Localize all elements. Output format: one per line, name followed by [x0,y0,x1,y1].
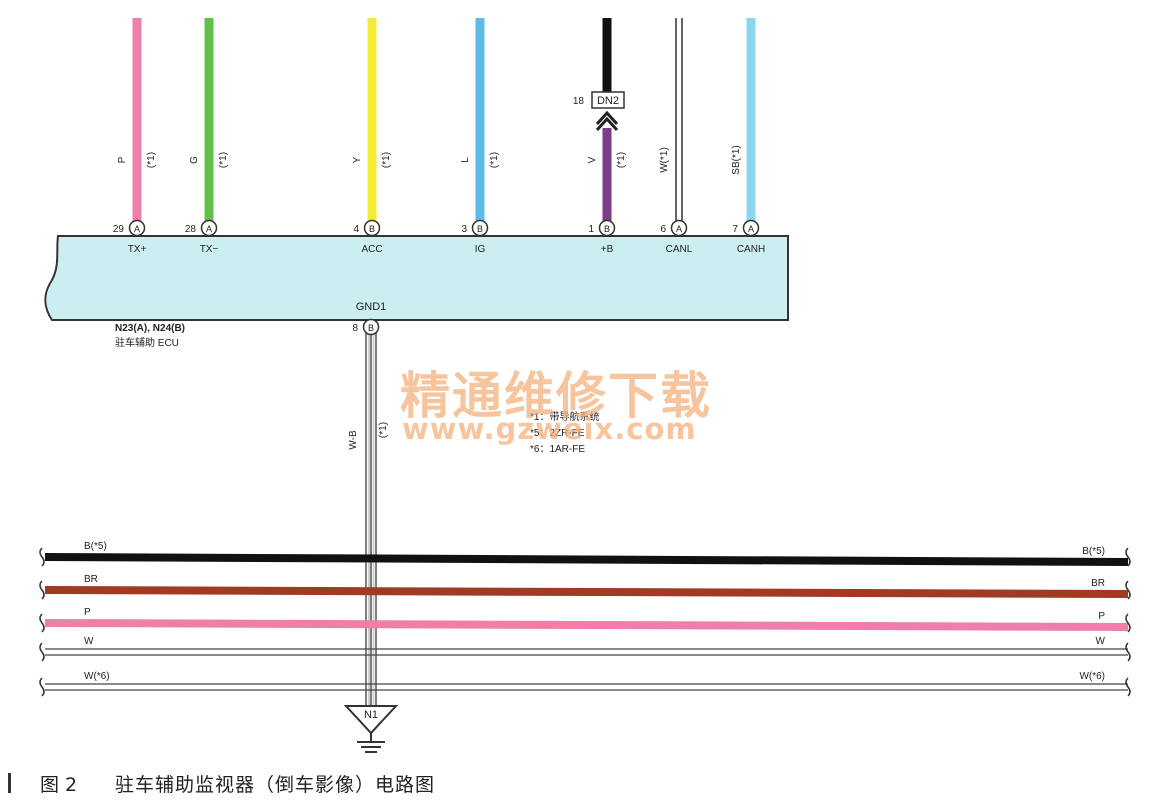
wire-note: (*1) [381,152,392,168]
break-mark [39,547,45,567]
note-3: *6：1AR-FE [530,444,585,455]
bus-label-left: P [84,607,91,618]
bus-line [44,586,1129,598]
ground-label: N1 [364,709,378,721]
splice-label: DN2 [597,95,619,107]
pin-circle [200,219,218,237]
break-mark [1125,677,1131,697]
note-1: *1：带导航系统 [530,410,599,423]
wire-note: (*1) [218,152,229,168]
ecu-name: N23(A), N24(B) [115,323,185,334]
caption-text: 驻车辅助监视器（倒车影像）电路图 [115,774,436,796]
wire-code: G [189,156,200,164]
pin-number: 4 [353,224,359,235]
bus-lines: B(*5) B(*5) BR BR P P W W W(*6) W(*6) [39,541,1131,697]
gnd-pin-circle [362,318,380,336]
wire-code: W(*1) [659,147,670,173]
pin-connector: A [206,224,212,234]
pin-number: 7 [732,224,738,235]
signal-wires: P (*1) G (*1) Y (*1) L (*1) V (*1) W(*1) SB(*1) [117,18,756,222]
pin-number: 3 [461,224,467,235]
pin-label: IG [475,244,486,255]
ground-symbol: N1 [343,705,399,753]
pin-circle [128,219,146,237]
bus-label-right: BR [1091,578,1105,589]
watermark-cn: 精通维修下载 [400,367,712,425]
break-mark [1125,547,1131,567]
bus-label-right: W(*6) [1079,671,1105,682]
bus-line [44,619,1129,631]
ecu-box [44,235,789,321]
pin-circle [742,219,760,237]
bus-label-left: B(*5) [84,541,107,552]
pin-circle [670,219,688,237]
splice-pin: 18 [573,96,585,107]
wire-code: P [117,156,128,163]
bus-label-left: BR [84,574,98,585]
gnd-wire-note: (*1) [378,422,389,438]
wire-note: (*1) [146,152,157,168]
break-mark [1125,642,1131,662]
break-mark [39,677,45,697]
bus-label-right: P [1098,611,1105,622]
note-2: *5：2ZR-FE [530,428,585,439]
bus-label-right: B(*5) [1082,546,1105,557]
pin-label: ACC [361,244,382,255]
gnd-wire-code: W-B [348,430,359,450]
gnd-pin: 8 [352,323,358,334]
wire-code: Y [352,156,363,163]
pin-label: +B [601,244,614,255]
figure-caption: 图 2 驻车辅助监视器（倒车影像）电路图 [0,770,700,798]
pin-connector: B [477,224,483,234]
bus-label-right: W [1096,636,1106,647]
gnd-conn: B [368,323,374,333]
pin-number: 28 [185,224,197,235]
ecu-subtitle: 驻车辅助 ECU [115,336,179,349]
gnd-label: GND1 [356,301,387,313]
pin-circle [471,219,489,237]
wire-code: V [587,156,598,163]
splice-dn2: DN2 18 [573,91,625,132]
watermark-url: www.gzweix.com [402,412,697,446]
wire-note: (*1) [616,152,627,168]
pin-label: CANH [737,244,765,255]
caption-bar [8,773,11,793]
pin-connector: A [676,224,682,234]
pin-label: TX− [200,244,219,255]
pin-connector: A [748,224,754,234]
pin-connector: A [134,224,140,234]
pin-connector: B [604,224,610,234]
pin-label: TX+ [128,244,147,255]
pin-number: 1 [588,224,594,235]
bus-label-left: W(*6) [84,671,110,682]
pin-label: CANL [666,244,693,255]
break-mark [39,642,45,662]
bus-line [44,553,1129,566]
pin-connector: B [369,224,375,234]
pin-number: 29 [113,224,125,235]
wire-note: (*1) [489,152,500,168]
wire-code: SB(*1) [731,145,742,174]
break-mark [39,580,45,600]
break-mark [39,613,45,633]
pin-circle [598,219,616,237]
pin-number: 6 [660,224,666,235]
bus-label-left: W [84,636,94,647]
pin-circle [363,219,381,237]
break-mark [1125,580,1131,600]
break-mark [1125,613,1131,633]
wire-code: L [460,157,471,163]
caption-number: 图 2 [40,774,78,796]
circuit-diagram: P(*1)G(*1)Y(*1)L(*1)V(*1)W(*1)SB(*1) A29… [39,18,1131,753]
